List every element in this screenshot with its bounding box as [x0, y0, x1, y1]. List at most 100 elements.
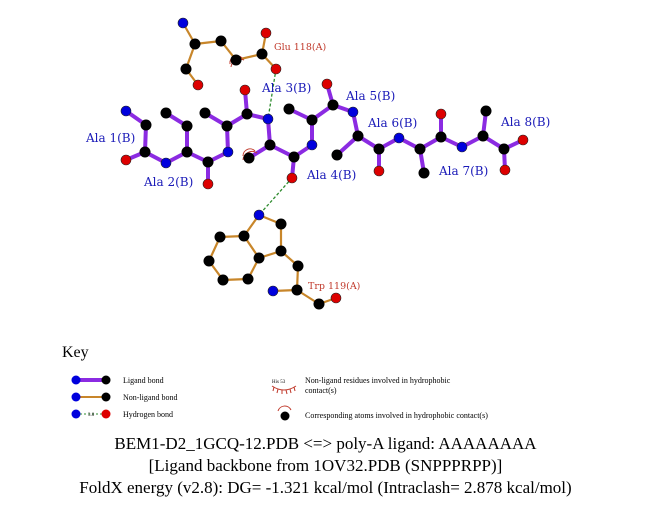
nitrogen-atom-50 [253, 209, 265, 221]
oxygen-atom-34 [435, 108, 447, 120]
key-nonligand-c-atom [101, 392, 111, 402]
carbon-atom-5 [181, 146, 193, 158]
carbon-atom-42 [189, 38, 201, 50]
carbon-atom-57 [253, 252, 265, 264]
carbon-atom-53 [214, 231, 226, 243]
carbon-atom-31 [414, 143, 426, 155]
label-trp119: Trp 119(A) [308, 281, 360, 292]
key-hbond-n-atom [71, 409, 81, 419]
oxygen-atom-39 [499, 164, 511, 176]
carbon-atom-62 [313, 298, 325, 310]
oxygen-atom-48 [260, 27, 272, 39]
caption-line3: FoldX energy (v2.8): DG= -1.321 kcal/mol… [79, 478, 572, 497]
carbon-atom-12 [199, 107, 211, 119]
atoms [120, 17, 529, 310]
caption-line2: [Ligand backbone from 1OV32.PDB (SNPPPRP… [148, 456, 503, 475]
carbon-atom-54 [203, 255, 215, 267]
label-ala3: Ala 3(B) [261, 81, 311, 95]
carbon-atom-21 [306, 114, 318, 126]
nitrogen-atom-61 [267, 285, 279, 297]
key-hydrophobic-atom [280, 411, 290, 421]
carbon-atom-7 [160, 107, 172, 119]
key-ligand-bond-text: Ligand bond [123, 376, 164, 385]
nitrogen-atom-25 [347, 106, 359, 118]
hydrogen-bonds [258, 68, 293, 216]
key-nonligand-n-atom [71, 392, 81, 402]
carbon-atom-23 [327, 99, 339, 111]
key-hydrophobic-arc-icon [271, 385, 297, 395]
carbon-atom-8 [202, 156, 214, 168]
carbon-atom-22 [283, 103, 295, 115]
carbon-atom-26 [352, 130, 364, 142]
carbon-atom-28 [373, 143, 385, 155]
key-his-label: His 53 [272, 380, 286, 385]
carbon-atom-32 [418, 167, 430, 179]
carbon-atom-43 [180, 63, 192, 75]
key-hydrophobic-residues-text2: contact(s) [305, 386, 337, 395]
key-legend: Key Ligand bond Non-ligand bond 3.0 Hydr… [62, 344, 488, 421]
key-hbond-o-atom [101, 409, 111, 419]
key-ligand-n-atom [71, 375, 81, 385]
key-hbond-text: Hydrogen bond [123, 410, 173, 419]
carbon-atom-56 [242, 273, 254, 285]
carbon-atom-11 [221, 120, 233, 132]
oxygen-atom-24 [321, 78, 333, 90]
label-ala8: Ala 8(B) [500, 115, 550, 129]
oxygen-atom-40 [517, 134, 529, 146]
key-hydrophobic-atoms-text: Corresponding atoms involved in hydropho… [305, 411, 488, 420]
label-glu118: Glu 118(A) [274, 42, 326, 53]
caption-line1: BEM1-D2_1GCQ-12.PDB <=> poly-A ligand: A… [114, 434, 537, 453]
carbon-atom-55 [217, 274, 229, 286]
nitrogen-atom-15 [262, 113, 274, 125]
carbon-atom-59 [292, 260, 304, 272]
key-title: Key [62, 344, 89, 361]
oxygen-atom-9 [202, 178, 214, 190]
carbon-atom-45 [215, 35, 227, 47]
oxygen-atom-3 [120, 154, 132, 166]
oxygen-atom-29 [373, 165, 385, 177]
nitrogen-atom-41 [177, 17, 189, 29]
oxygen-atom-63 [330, 292, 342, 304]
carbon-atom-2 [139, 146, 151, 158]
carbon-atom-13 [241, 108, 253, 120]
oxygen-atom-14 [239, 84, 251, 96]
carbon-atom-17 [243, 152, 255, 164]
carbon-atom-51 [275, 218, 287, 230]
carbon-atom-36 [477, 130, 489, 142]
carbon-atom-47 [256, 48, 268, 60]
key-hbond-length: 3.0 [88, 413, 95, 418]
oxygen-atom-44 [192, 79, 204, 91]
label-ala5: Ala 5(B) [345, 89, 395, 103]
label-ala4: Ala 4(B) [306, 168, 356, 182]
carbon-atom-18 [288, 151, 300, 163]
carbon-atom-37 [480, 105, 492, 117]
key-nonligand-bond-text: Non-ligand bond [123, 393, 177, 402]
key-ligand-c-atom [101, 375, 111, 385]
oxygen-atom-49 [270, 63, 282, 75]
protein-residue-labels: Glu 118(A) Trp 119(A) [274, 42, 360, 292]
carbon-atom-60 [291, 284, 303, 296]
carbon-atom-6 [181, 120, 193, 132]
carbon-atom-33 [435, 131, 447, 143]
key-hydrophobic-residues-text1: Non-ligand residues involved in hydropho… [305, 376, 451, 385]
key-hydrophobic-atom-arc [277, 405, 292, 412]
nitrogen-atom-10 [222, 146, 234, 158]
carbon-atom-38 [498, 143, 510, 155]
label-ala7: Ala 7(B) [438, 164, 488, 178]
carbon-atom-27 [331, 149, 343, 161]
carbon-atom-46 [230, 54, 242, 66]
ligand-residue-labels: Ala 1(B) Ala 2(B) Ala 3(B) Ala 4(B) Ala … [85, 81, 550, 189]
carbon-atom-16 [264, 139, 276, 151]
nitrogen-atom-30 [393, 132, 405, 144]
carbon-atom-58 [275, 245, 287, 257]
carbon-atom-52 [238, 230, 250, 242]
nitrogen-atom-0 [120, 105, 132, 117]
nitrogen-atom-35 [456, 141, 468, 153]
hydrophobic-marks [229, 55, 258, 161]
label-ala1: Ala 1(B) [85, 131, 135, 145]
nitrogen-atom-4 [160, 157, 172, 169]
oxygen-atom-19 [286, 172, 298, 184]
carbon-atom-1 [140, 119, 152, 131]
nitrogen-atom-20 [306, 139, 318, 151]
label-ala6: Ala 6(B) [367, 116, 417, 130]
